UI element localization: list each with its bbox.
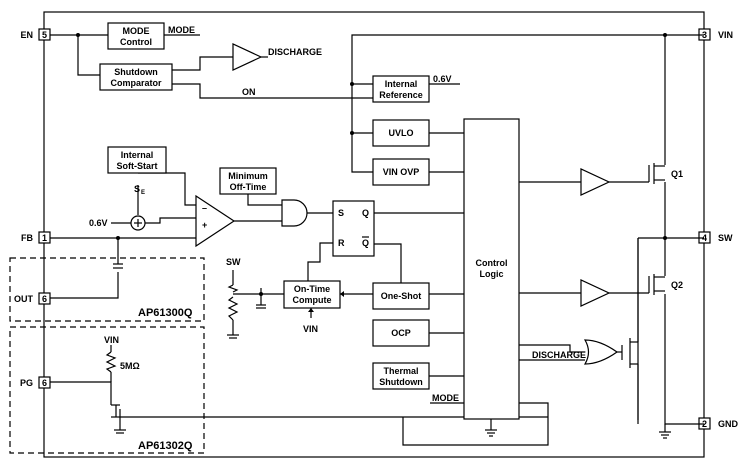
- pin-sw: 4 SW: [698, 231, 733, 244]
- svg-text:Thermal: Thermal: [383, 366, 418, 376]
- svg-text:4: 4: [702, 233, 707, 243]
- svg-text:On-Time: On-Time: [294, 284, 330, 294]
- ground-symbol: [485, 419, 497, 437]
- ocp-block: OCP: [372, 319, 430, 347]
- svg-text:Shutdown: Shutdown: [114, 67, 158, 77]
- reference-voltage-label: 0.6V: [433, 74, 452, 84]
- vin-ovp-block: VIN OVP: [372, 158, 430, 186]
- part-label-a: AP61300Q: [138, 307, 193, 319]
- pin-gnd: 2 GND: [698, 417, 739, 430]
- uvlo-block: UVLO: [372, 119, 430, 147]
- svg-text:One-Shot: One-Shot: [381, 291, 422, 301]
- variant-region-b: [9, 326, 205, 454]
- internal-reference-block: Internal Reference: [372, 75, 430, 103]
- pin-fb: 1 FB: [21, 231, 51, 244]
- gnd-symbol-right: [659, 424, 671, 439]
- svg-text:2: 2: [702, 419, 707, 429]
- ss-label: S E: [134, 184, 145, 196]
- one-shot-arrow: [340, 291, 344, 297]
- fb-reference-label: 0.6V: [89, 218, 108, 228]
- svg-text:Compute: Compute: [293, 295, 332, 305]
- pin-out: 6 OUT: [14, 292, 51, 305]
- q2-mosfet: Q2: [648, 274, 683, 295]
- svg-text:1: 1: [42, 233, 47, 243]
- discharge-buffer: DISCHARGE: [232, 43, 322, 71]
- pg-mosfet: [111, 404, 126, 434]
- summing-junction: [130, 215, 146, 231]
- svg-text:DISCHARGE: DISCHARGE: [268, 47, 322, 57]
- svg-text:Minimum: Minimum: [228, 171, 268, 181]
- svg-text:Logic: Logic: [480, 269, 504, 279]
- svg-text:Control: Control: [120, 37, 152, 47]
- pin-vin: 3 VIN: [698, 28, 733, 41]
- q1-driver: [580, 168, 611, 196]
- svg-text:VIN: VIN: [718, 30, 733, 40]
- pin-pg: 6 PG: [20, 376, 51, 389]
- svg-text:OUT: OUT: [14, 294, 34, 304]
- control-logic-block: Control Logic: [463, 118, 520, 420]
- svg-text:VIN: VIN: [104, 335, 119, 345]
- pin-en: 5 EN: [20, 28, 51, 41]
- svg-text:Control: Control: [476, 258, 508, 268]
- svg-text:OCP: OCP: [391, 328, 411, 338]
- svg-text:SW: SW: [226, 257, 241, 267]
- q1-mosfet: Q1: [648, 163, 683, 184]
- pwm-comparator: – +: [195, 194, 236, 248]
- svg-text:3: 3: [702, 30, 707, 40]
- on-signal-label: ON: [242, 87, 256, 97]
- svg-text:GND: GND: [718, 419, 739, 429]
- svg-text:S: S: [338, 208, 344, 218]
- mode-signal-label-2: MODE: [432, 393, 459, 403]
- svg-text:6: 6: [42, 294, 47, 304]
- svg-text:Shutdown: Shutdown: [379, 377, 423, 387]
- svg-text:Comparator: Comparator: [110, 78, 162, 88]
- svg-text:–: –: [202, 203, 207, 213]
- svg-text:5: 5: [42, 30, 47, 40]
- thermal-shutdown-block: Thermal Shutdown: [372, 362, 430, 390]
- sr-latch: S R Q Q: [332, 200, 375, 257]
- svg-text:5MΩ: 5MΩ: [120, 361, 140, 371]
- shutdown-comparator-block: Shutdown Comparator: [99, 63, 173, 91]
- svg-text:DISCHARGE: DISCHARGE: [532, 350, 586, 360]
- svg-text:Soft-Start: Soft-Start: [117, 161, 158, 171]
- svg-text:Internal: Internal: [385, 79, 418, 89]
- pg-pullup: VIN 5MΩ: [104, 335, 140, 373]
- svg-text:PG: PG: [20, 378, 33, 388]
- and-gate: [281, 199, 308, 227]
- soft-start-block: Internal Soft-Start: [107, 146, 167, 174]
- svg-text:VIN OVP: VIN OVP: [383, 167, 420, 177]
- part-label-b: AP61302Q: [138, 440, 193, 452]
- sw-divider: SW: [226, 257, 266, 339]
- vin-arrow: [308, 308, 314, 312]
- on-time-compute-block: On-Time Compute: [283, 280, 341, 309]
- discharge-or-gate: DISCHARGE: [532, 339, 619, 365]
- junctions: [76, 33, 667, 296]
- svg-text:Internal: Internal: [121, 150, 154, 160]
- svg-text:Q2: Q2: [671, 280, 683, 290]
- svg-text:S: S: [134, 184, 140, 194]
- svg-text:E: E: [141, 190, 145, 196]
- one-shot-block: One-Shot: [372, 282, 430, 310]
- svg-text:R: R: [338, 238, 345, 248]
- q2-driver: [580, 279, 611, 307]
- out-capacitor: [113, 263, 123, 269]
- mode-control-block: MODE Control: [107, 22, 165, 50]
- mode-signal-label: MODE: [168, 25, 195, 35]
- on-time-vin-label: VIN: [303, 324, 318, 334]
- svg-text:EN: EN: [20, 30, 33, 40]
- svg-text:Off-Time: Off-Time: [230, 182, 267, 192]
- svg-text:SW: SW: [718, 233, 733, 243]
- min-off-time-block: Minimum Off-Time: [219, 167, 277, 195]
- svg-text:Q: Q: [362, 238, 369, 248]
- svg-text:Q1: Q1: [671, 169, 683, 179]
- svg-text:Q: Q: [362, 208, 369, 218]
- svg-text:Reference: Reference: [379, 90, 423, 100]
- svg-text:FB: FB: [21, 233, 33, 243]
- variant-region-a: [9, 257, 205, 322]
- svg-text:+: +: [202, 220, 207, 230]
- svg-text:6: 6: [42, 378, 47, 388]
- svg-text:UVLO: UVLO: [388, 128, 413, 138]
- svg-text:MODE: MODE: [123, 26, 150, 36]
